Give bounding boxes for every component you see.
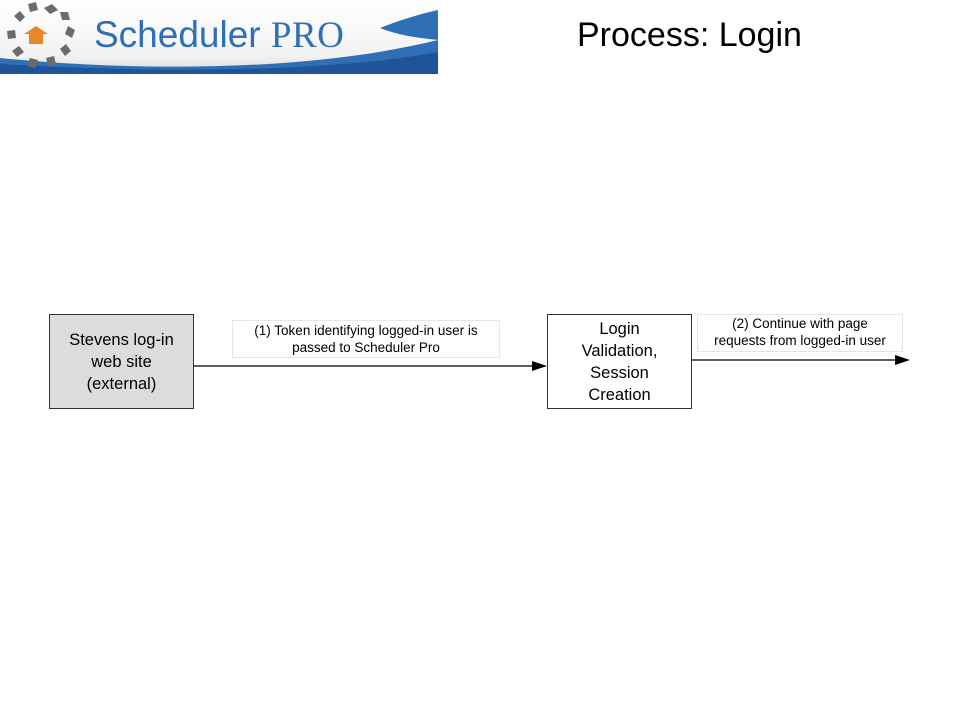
page-title: Process: Login (577, 16, 802, 54)
logo-banner: Scheduler PRO (0, 0, 438, 74)
node-login-validation: Login Validation, Session Creation (547, 314, 692, 409)
logo-background (0, 0, 438, 74)
edge-label-1: (1) Token identifying logged-in user is … (232, 320, 500, 358)
logo-text: Scheduler (94, 14, 261, 55)
logo-suffix: PRO (270, 15, 345, 56)
node-label: Stevens log-in web site (external) (69, 330, 174, 393)
edge-label-2: (2) Continue with page requests from log… (697, 314, 903, 352)
node-label: Login Validation, Session Creation (581, 319, 658, 404)
gear-logo-icon (7, 2, 75, 68)
edge-arrowhead-1 (532, 361, 547, 371)
edge-arrowhead-2 (895, 355, 910, 365)
node-stevens-login-site: Stevens log-in web site (external) (49, 314, 194, 409)
logo-wordmark: Scheduler PRO (94, 14, 344, 57)
